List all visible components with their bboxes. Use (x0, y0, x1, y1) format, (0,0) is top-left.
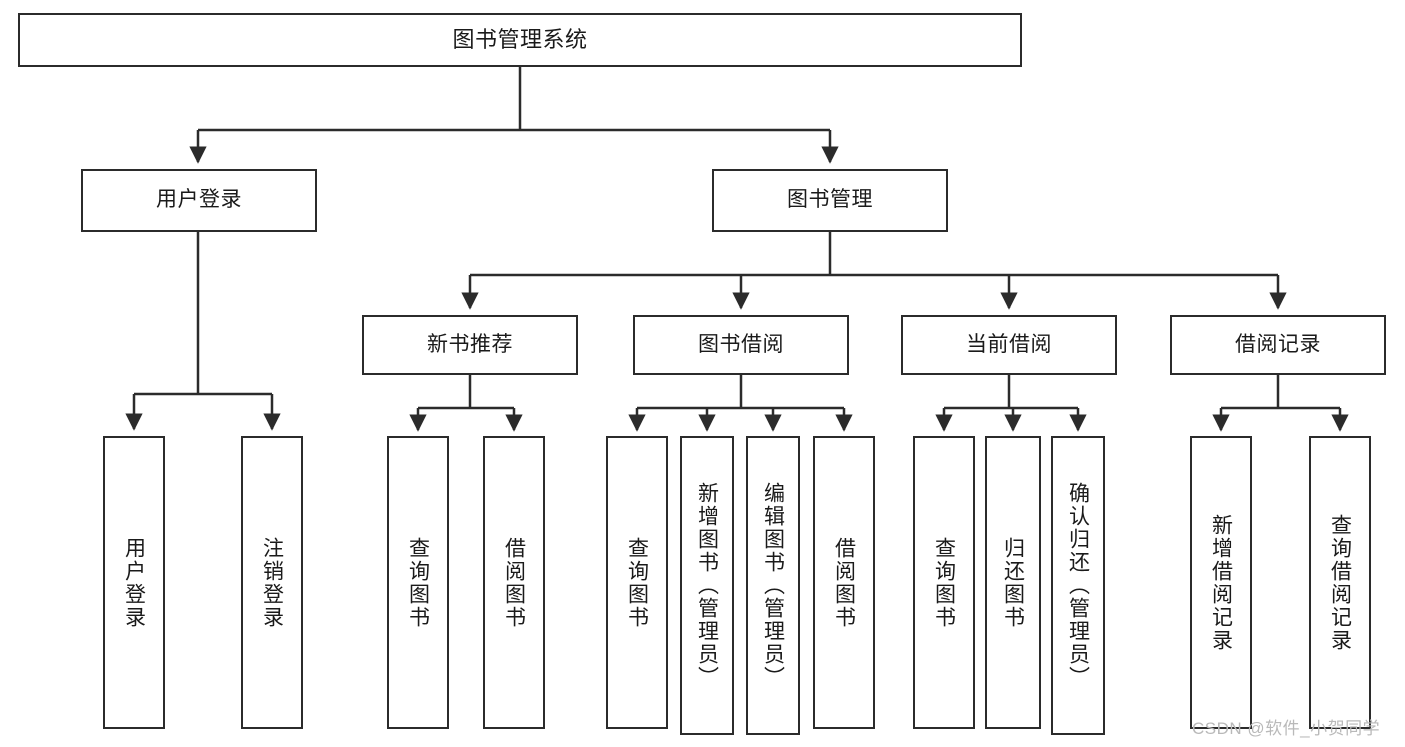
node-leaf-borrow-book-2[interactable]: 借阅图书 (813, 436, 875, 729)
node-leaf-add-record[interactable]: 新增借阅记录 (1190, 436, 1252, 729)
node-leaf-confirm-return[interactable]: 确认归还（管理员） (1051, 436, 1105, 735)
node-leaf-add-book[interactable]: 新增图书（管理员） (680, 436, 734, 735)
node-leaf-logout[interactable]: 注销登录 (241, 436, 303, 729)
node-leaf-borrow-book-1[interactable]: 借阅图书 (483, 436, 545, 729)
node-label: 确认归还（管理员） (1066, 482, 1090, 689)
node-label: 查询图书 (406, 536, 430, 629)
node-leaf-return-book[interactable]: 归还图书 (985, 436, 1041, 729)
node-label: 查询图书 (932, 536, 956, 629)
node-leaf-query-book-1[interactable]: 查询图书 (387, 436, 449, 729)
node-current-borrow[interactable]: 当前借阅 (901, 315, 1117, 375)
node-label: 查询图书 (625, 536, 649, 629)
node-label: 图书管理 (787, 188, 873, 212)
node-label: 注销登录 (260, 536, 284, 629)
node-book-borrow[interactable]: 图书借阅 (633, 315, 849, 375)
node-label: 新增图书（管理员） (695, 482, 719, 689)
node-leaf-user-login[interactable]: 用户登录 (103, 436, 165, 729)
node-label: 新书推荐 (427, 332, 513, 356)
node-label: 编辑图书（管理员） (761, 482, 785, 689)
node-label: 图书管理系统 (452, 27, 588, 53)
node-label: 图书借阅 (698, 332, 784, 356)
node-label: 当前借阅 (966, 332, 1052, 356)
node-user-login[interactable]: 用户登录 (81, 169, 317, 232)
csdn-watermark: CSDN @软件_小贺同学 (1192, 719, 1381, 738)
node-label: 归还图书 (1001, 536, 1025, 629)
node-label: 借阅图书 (832, 536, 856, 629)
node-label: 用户登录 (156, 188, 242, 212)
node-leaf-query-record[interactable]: 查询借阅记录 (1309, 436, 1371, 729)
node-label: 查询借阅记录 (1328, 513, 1352, 652)
node-leaf-query-book-3[interactable]: 查询图书 (913, 436, 975, 729)
node-label: 借阅图书 (502, 536, 526, 629)
node-leaf-query-book-2[interactable]: 查询图书 (606, 436, 668, 729)
node-borrow-records[interactable]: 借阅记录 (1170, 315, 1386, 375)
node-root-system[interactable]: 图书管理系统 (18, 13, 1022, 67)
node-label: 用户登录 (122, 536, 146, 629)
node-new-book-recommend[interactable]: 新书推荐 (362, 315, 578, 375)
node-label: 新增借阅记录 (1209, 513, 1233, 652)
node-book-manage[interactable]: 图书管理 (712, 169, 948, 232)
node-leaf-edit-book[interactable]: 编辑图书（管理员） (746, 436, 800, 735)
node-label: 借阅记录 (1235, 332, 1321, 356)
